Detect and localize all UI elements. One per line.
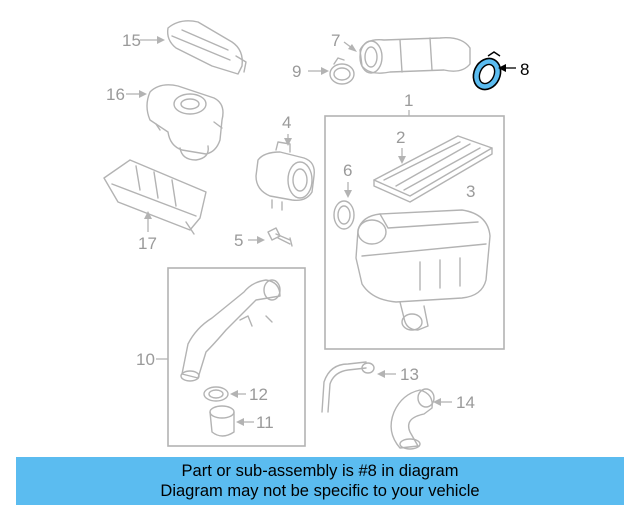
- callout-12: 12: [249, 385, 268, 404]
- part-14-elbow-hose[interactable]: [390, 388, 435, 450]
- callout-14: 14: [456, 393, 475, 412]
- callout-8: 8: [520, 60, 529, 79]
- callout-4: 4: [282, 113, 291, 132]
- callout-1: 1: [404, 91, 413, 110]
- part-3-air-cleaner-housing[interactable]: [355, 209, 491, 331]
- callout-9: 9: [292, 62, 301, 81]
- callout-7: 7: [331, 31, 340, 50]
- callout-6: 6: [343, 161, 352, 180]
- callout-10: 10: [136, 350, 155, 369]
- callout-13: 13: [400, 365, 419, 384]
- banner-line-2: Diagram may not be specific to your vehi…: [160, 482, 480, 500]
- part-17-air-inlet[interactable]: [103, 159, 207, 235]
- callout-15: 15: [122, 31, 141, 50]
- callout-16: 16: [106, 85, 125, 104]
- part-7-intake-hose[interactable]: [359, 37, 471, 74]
- part-11-sleeve[interactable]: [209, 405, 235, 437]
- part-13-vent-pipe[interactable]: [321, 361, 375, 413]
- part-9-hose-clamp[interactable]: [329, 57, 355, 85]
- part-2-air-filter[interactable]: [373, 135, 493, 203]
- part-16-intake-adapter[interactable]: [146, 84, 224, 161]
- part-8-hose-clamp-highlighted[interactable]: [468, 51, 505, 94]
- part-6-gasket[interactable]: [333, 200, 355, 230]
- part-12-seal-ring[interactable]: [203, 386, 229, 402]
- info-banner: Part or sub-assembly is #8 in diagram Di…: [16, 457, 624, 505]
- assembly-10-frame: [167, 267, 306, 447]
- assembly-1-frame: [324, 115, 505, 350]
- part-4-airflow-sensor[interactable]: [255, 141, 315, 211]
- banner-line-1: Part or sub-assembly is #8 in diagram: [181, 462, 459, 480]
- part-15-air-duct-cover[interactable]: [166, 20, 247, 75]
- callout-2: 2: [396, 128, 405, 147]
- part-5-bolt[interactable]: [267, 227, 293, 247]
- callout-11: 11: [256, 413, 274, 432]
- callout-3: 3: [466, 182, 475, 201]
- callout-17: 17: [138, 234, 157, 253]
- callout-5: 5: [234, 231, 243, 250]
- part-10-intake-tube[interactable]: [180, 279, 281, 382]
